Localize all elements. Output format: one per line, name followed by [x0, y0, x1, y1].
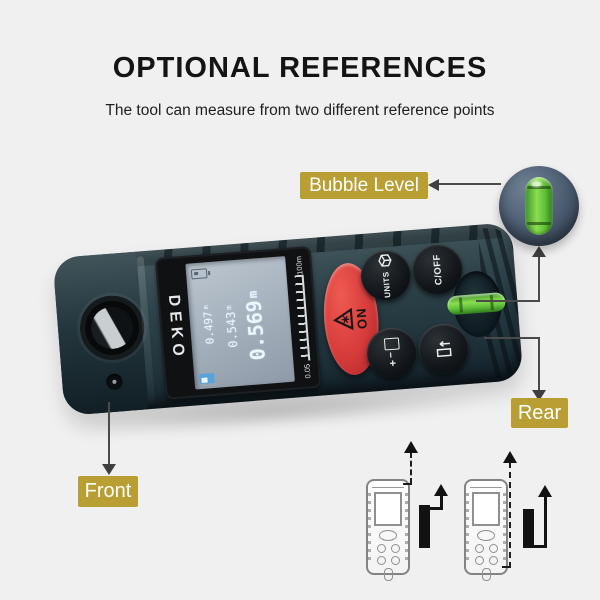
laser-distance-measurer: DEKO 0.497m 0.543m 0.569m 100m 0.05: [52, 222, 524, 416]
arrowhead-to-bubble-label: [428, 179, 439, 191]
front-ref-arrowhead: [434, 484, 448, 496]
rear-ref-arrow-vertical: [544, 496, 547, 548]
rear-measure-arrowhead: [503, 451, 517, 463]
rear-ref-arrowhead: [538, 485, 552, 497]
page-title: OPTIONAL REFERENCES: [112, 52, 488, 84]
screen-icon: [383, 336, 400, 351]
rear-ref-arrow-horizontal: [534, 545, 547, 548]
range-max: 100m: [293, 255, 305, 275]
laser-warning-icon: [332, 307, 354, 331]
minus-sign: −: [385, 351, 398, 358]
front-ref-arrow-horizontal: [430, 507, 443, 510]
mini-on-button: [477, 530, 495, 541]
reference-button: [416, 321, 471, 376]
bubble-vial-closeup: [525, 177, 553, 235]
reference-indicator-icon: [199, 372, 215, 385]
units-button: UNITS: [358, 248, 413, 303]
units-cube-icon: [378, 254, 392, 267]
arrowhead-to-closeup: [532, 246, 546, 257]
plus-sign: +: [389, 357, 397, 370]
bubble-level-label: Bubble Level: [300, 172, 428, 199]
mini-on-button: [379, 530, 397, 541]
lens-glass: [89, 305, 135, 351]
vial-connector-horizontal: [476, 300, 540, 302]
bubble-label-line: [439, 183, 501, 185]
laser-aperture: [105, 373, 123, 391]
front-measure-arrowhead: [404, 441, 418, 453]
bubble-level-vial: [446, 291, 507, 316]
rear-measure-dashed-line: [509, 462, 511, 568]
page-subtitle: The tool can measure from two different …: [105, 102, 495, 119]
lcd-module: DEKO 0.497m 0.543m 0.569m 100m 0.05: [154, 246, 322, 400]
clear-off-label: C/OFF: [430, 253, 445, 285]
mini-device-rear-reference: [464, 479, 508, 581]
scale-ticks: [294, 274, 311, 362]
lcd-screen: 0.497m 0.543m 0.569m: [185, 256, 295, 390]
front-connector-vertical: [108, 402, 110, 465]
units-button-label: UNITS: [381, 270, 393, 298]
rear-reference-bar-icon: [523, 509, 534, 548]
bubble-level-closeup: [499, 166, 579, 246]
mini-device-front-reference: [366, 479, 410, 581]
reference-box-arrow-icon: [436, 340, 452, 358]
rear-connector-horizontal: [484, 337, 540, 339]
rear-connector-vertical: [538, 337, 540, 391]
range-min: 0.05: [302, 363, 313, 379]
rear-measure-dashed-elbow: [502, 566, 511, 568]
on-button: ON: [319, 261, 383, 377]
arrowhead-to-rear-label: [532, 390, 546, 401]
rear-label: Rear: [511, 398, 568, 428]
mini-screen: [374, 492, 402, 526]
on-button-label: ON: [353, 306, 370, 330]
mini-slot: [383, 568, 393, 581]
device-front-cap: [52, 251, 149, 416]
front-measure-dashed-line: [410, 452, 412, 484]
front-reference-bar-icon: [419, 505, 430, 548]
vial-connector-vertical: [538, 256, 540, 302]
arrowhead-to-front-label: [102, 464, 116, 475]
mini-screen: [472, 492, 500, 526]
front-label: Front: [78, 476, 138, 507]
front-ref-arrow-vertical: [440, 495, 443, 509]
mini-slot: [481, 568, 491, 581]
lens: [77, 293, 147, 363]
front-measure-dashed-elbow: [403, 483, 412, 485]
